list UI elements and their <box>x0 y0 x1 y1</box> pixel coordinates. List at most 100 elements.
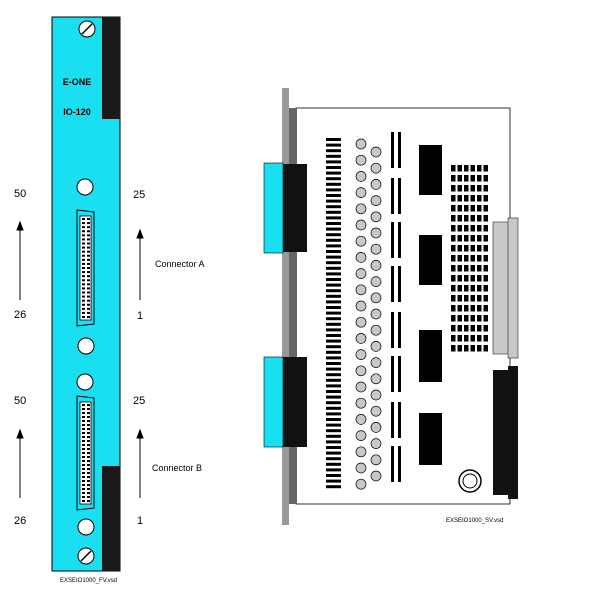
grid-cell <box>483 295 488 302</box>
connector-pin <box>82 496 85 498</box>
grid-cell <box>470 215 475 222</box>
connector-pin <box>87 238 90 241</box>
connector-pin <box>87 275 90 278</box>
resistor-chip <box>326 406 341 410</box>
connector-pin <box>87 267 90 269</box>
grid-cell <box>457 255 462 262</box>
grid-cell <box>451 295 456 302</box>
grid-cell <box>483 175 488 182</box>
grid-cell <box>483 165 488 172</box>
grid-cell <box>470 175 475 182</box>
resistor-chip <box>326 166 341 169</box>
connector-pin <box>82 464 85 466</box>
capacitor-icon <box>355 316 367 328</box>
capacitor-icon <box>355 252 367 263</box>
connector-b-side <box>263 356 284 448</box>
grid-cell <box>477 345 482 352</box>
connector-pin <box>87 492 90 494</box>
capacitor-icon <box>370 373 382 385</box>
grid-cell <box>483 315 488 322</box>
grid-cell <box>483 185 488 192</box>
connector-pin <box>87 444 90 446</box>
connector-pin <box>82 222 85 225</box>
grid-cell <box>451 245 456 252</box>
connector-pin <box>82 432 85 434</box>
connector-pin <box>82 234 85 237</box>
grid-cell <box>477 255 482 262</box>
connector-pin <box>87 299 90 302</box>
grid-cell <box>457 295 462 302</box>
connector-pin <box>82 218 85 220</box>
capacitor-icon <box>355 381 367 393</box>
screw-icon-top <box>78 20 96 38</box>
grid-cell <box>483 265 488 272</box>
grid-cell <box>477 235 482 242</box>
grid-cell <box>464 325 469 332</box>
connector-pin <box>82 303 85 306</box>
connector-pin <box>87 428 90 430</box>
grid-cell <box>483 225 488 232</box>
connector-b-drawing <box>76 395 95 511</box>
grid-cell <box>470 255 475 262</box>
grid-cell <box>483 255 488 262</box>
resistor-chip <box>326 244 341 248</box>
resistor-chip <box>326 384 341 388</box>
grid-cell <box>483 305 488 312</box>
resistor-chip <box>326 233 341 237</box>
grid-cell <box>477 165 482 172</box>
connector-pin <box>82 291 85 294</box>
grid-cell <box>457 205 462 212</box>
connector-pin <box>82 299 85 302</box>
connector-pin <box>82 440 85 442</box>
grid-cell <box>457 185 462 192</box>
capacitor-icon <box>370 260 382 271</box>
bar-component <box>391 356 394 392</box>
bar-component <box>391 446 394 482</box>
connector-pin <box>82 436 85 438</box>
capacitor-icon <box>370 389 382 401</box>
grid-cell <box>451 235 456 242</box>
resistor-chip <box>326 390 341 393</box>
capacitor-icon <box>355 138 367 150</box>
connector-b-label: Connector B <box>152 463 203 473</box>
resistor-chip <box>326 485 341 489</box>
resistor-chip <box>326 462 341 466</box>
capacitor-icon <box>370 454 382 466</box>
connector-b-right-top-label: 25 <box>133 395 146 407</box>
connector-pin <box>87 222 90 225</box>
grid-cell <box>457 195 462 202</box>
arrow-up-icon <box>136 228 144 300</box>
capacitor-icon <box>355 365 367 377</box>
capacitor-icon <box>355 397 367 409</box>
connector-pin <box>82 456 85 458</box>
capacitor-icon <box>370 292 382 304</box>
battery-icon <box>458 469 482 493</box>
grid-cell <box>470 335 475 342</box>
grid-cell <box>470 325 475 332</box>
connector-pin <box>87 472 90 474</box>
connector-pin <box>87 262 90 265</box>
connector-pin <box>82 444 85 446</box>
grid-cell <box>457 305 462 312</box>
faceplate-edge <box>282 88 289 525</box>
connector-pin <box>87 500 90 502</box>
grid-cell <box>470 195 475 202</box>
grid-cell <box>457 165 462 172</box>
connector-pin <box>87 412 90 414</box>
connector-b-left-bottom-label: 26 <box>14 515 27 527</box>
connector-pin <box>87 246 90 249</box>
grid-cell <box>451 185 456 192</box>
resistor-chip <box>326 160 341 164</box>
connector-pin <box>87 480 90 482</box>
connector-pin <box>82 258 85 261</box>
grid-cell <box>470 235 475 242</box>
resistor-chip <box>326 194 341 197</box>
connector-pin <box>87 307 90 310</box>
grid-cell <box>457 235 462 242</box>
grid-cell <box>457 225 462 232</box>
bar-component <box>398 222 401 258</box>
resistor-chip <box>326 317 341 321</box>
resistor-chip <box>326 345 341 349</box>
connector-pin <box>82 408 85 410</box>
grid-cell <box>451 305 456 312</box>
